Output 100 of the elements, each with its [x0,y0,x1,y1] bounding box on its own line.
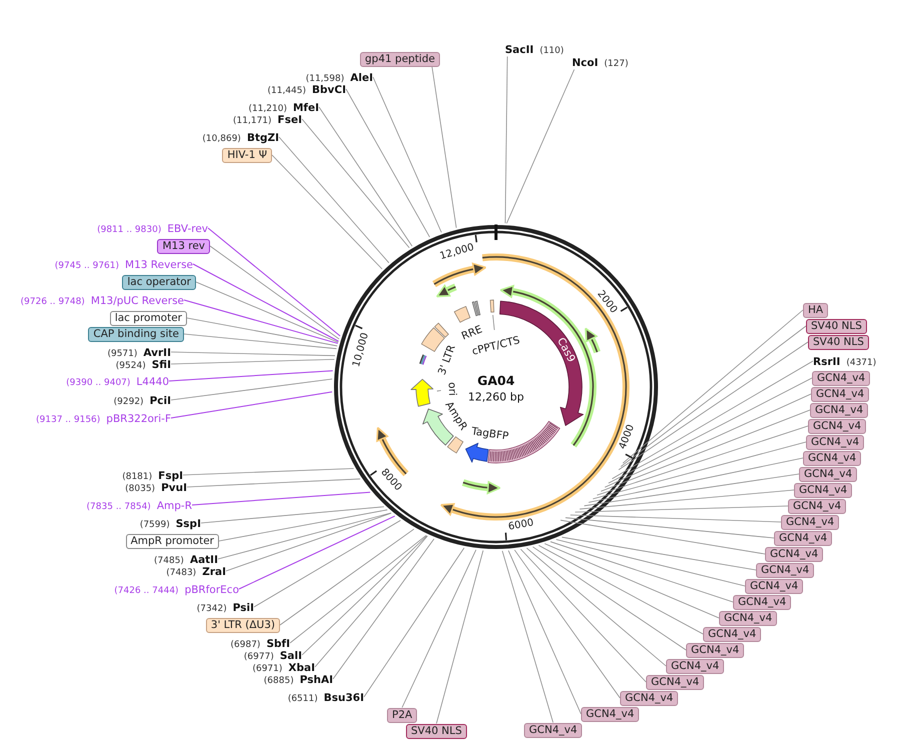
enzyme-name: AatII [190,554,218,566]
enzyme-name: PsiI [232,602,254,614]
enzyme-name: ZraI [202,566,226,578]
site-position: (8035) [125,484,156,494]
leader-line [186,318,338,346]
leader-line [192,264,339,342]
feature-label: GCN4_v4 [803,450,862,466]
enzyme-name: BtgZI [246,132,279,144]
leader-line [574,506,788,512]
leader-line [532,546,686,650]
enzyme-name: AvrII [143,346,171,358]
leader-line [302,118,410,248]
leader-line [618,342,808,470]
feature-label: GCN4_v4 [765,546,824,562]
tick-label: 6000 [507,517,534,532]
feature-label: GCN4_v4 [799,466,858,482]
leader-line [506,69,575,224]
feature-label: GCN4_v4 [774,530,832,546]
leader-line [579,490,794,510]
leader-line [184,334,337,350]
feature-label: 3' LTR [436,343,458,377]
feature-label: HA [803,302,828,318]
leader-line [600,410,810,492]
leader-line [526,548,666,666]
leader-line [570,514,782,522]
leader-line [238,516,396,590]
plasmid-name: GA04 [477,374,515,388]
feature-label: GCN4_v4 [781,514,840,530]
leader-line [182,468,354,476]
leader-line [272,154,382,270]
feature-label: GCN4_v4 [666,658,724,674]
enzyme-name: FseI [278,114,302,126]
site-position: (127) [604,58,628,68]
leader-line [192,492,371,506]
feature-label: GCN4_v4 [524,722,582,738]
leader-line [492,314,495,330]
leader-line [504,56,508,224]
enzyme-name: NcoI [572,56,598,68]
leader-line [170,378,333,400]
leader-line [208,228,341,337]
feature-label: HIV-1 Ψ [222,148,272,162]
leader-line [514,550,620,698]
leader-line [544,543,720,618]
enzyme-name: BbvCI [312,84,346,96]
feature-label: 3' LTR (ΔU3) [206,618,280,632]
leader-line [432,66,457,228]
leader-line [318,106,412,246]
enzyme-name: SalI [280,650,302,662]
enzyme-name: SbfI [266,638,290,650]
leader-line [218,512,392,560]
leader-line [502,550,554,723]
leader-line [402,549,476,708]
feature-label: SV40 NLS [806,318,867,334]
primer-name: L4440 [136,376,169,388]
leader-line [254,520,401,608]
site-position: (7485) [154,556,184,566]
site-position: (4371) [846,358,876,368]
leader-line [538,544,704,634]
enzyme-name: RsrII [813,356,840,368]
feature-label: lac promoter [110,310,187,326]
feature-label: lac operator [122,274,196,290]
feature-label: SV40 NLS [406,724,467,738]
primer-range: (9811 .. 9830) [97,224,162,234]
feature-label: GCN4_v4 [733,594,792,610]
site-position: (11,445) [268,86,306,96]
feature-label: Cas9 [554,336,578,364]
feature-label: M13 rev [157,238,210,254]
primer-name: pBR322ori-F [106,412,171,424]
leader-line [302,535,428,656]
site-position: (9571) [107,348,138,358]
leader-line [290,535,427,644]
site-position: (6987) [230,640,260,650]
tick-label: 4000 [616,424,636,452]
leader-line [604,394,812,488]
feature-label: GCN4_v4 [646,674,704,690]
leader-line [584,474,800,506]
site-position: (6511) [288,694,318,704]
feature-label: GCN4_v4 [703,626,762,642]
site-position: (11,171) [233,116,272,126]
leader-line [184,300,338,344]
enzyme-name: PvuI [161,482,187,494]
feature-label: GCN4_v4 [812,370,870,386]
leader-line [556,539,746,586]
leader-line [592,442,806,500]
enzyme-name: SfiI [152,358,171,370]
leader-line [196,282,339,343]
site-position: (10,869) [202,134,241,144]
leader-line [612,360,814,480]
feature-label: SV40 NLS [808,334,869,350]
site-position: (7483) [166,568,196,578]
enzyme-name: Bsu36I [324,692,364,704]
primer-name: M13/pUC Reverse [90,294,184,306]
leader-line [280,528,414,626]
enzyme-name: PshAI [300,674,333,686]
leader-line [186,478,361,488]
leader-line [168,370,334,382]
feature-label: GCN4_v4 [745,578,804,594]
leader-line [608,378,812,484]
tick-label: 10,000 [351,332,371,368]
leader-line [560,520,766,554]
